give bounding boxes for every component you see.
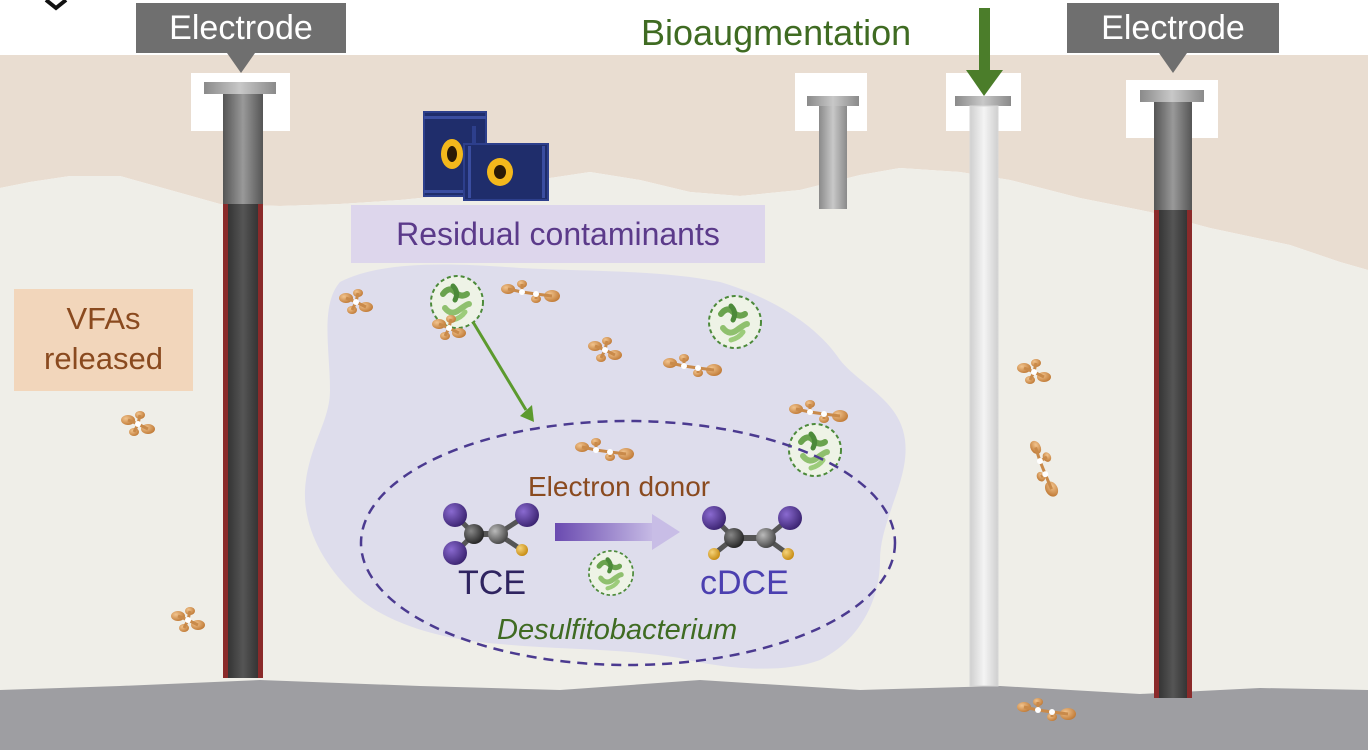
- electrode-label-left: Electrode: [136, 3, 346, 73]
- bioaugmentation-arrow: [966, 8, 1003, 96]
- microbe-cluster-icon: [709, 296, 761, 348]
- bioaugmentation-pathway-arrow: [471, 321, 534, 422]
- cdce-label: cDCE: [700, 564, 789, 602]
- electrode-left: [204, 82, 276, 678]
- tce-label: TCE: [458, 564, 526, 602]
- contaminant-plume: [304, 264, 906, 669]
- chemical-drums-icon: [423, 111, 549, 201]
- microbe-cluster-icon: [589, 551, 633, 595]
- ethene-molecule-icon: [702, 506, 802, 560]
- bedrock-layer: [0, 680, 1368, 750]
- corner-mark: [44, 0, 68, 11]
- electron-donor-label: Electron donor: [528, 471, 711, 502]
- microbe-cluster-icon: [789, 424, 841, 476]
- residual-contaminants-label: Residual contaminants: [351, 205, 765, 263]
- monitoring-well: [807, 96, 859, 209]
- reaction-zone-ellipse: [359, 419, 897, 667]
- desulfitobacterium-label: Desulfitobacterium: [497, 614, 738, 646]
- reaction-arrow: [555, 514, 680, 550]
- topsoil-layer: [0, 55, 1368, 270]
- vfas-released-box: VFAs released: [14, 289, 193, 391]
- bioaugmentation-label: Bioaugmentation: [641, 12, 912, 53]
- electrode-right: [1140, 90, 1204, 698]
- injection-well: [955, 96, 1011, 687]
- ethene-molecule-icon: [443, 503, 539, 565]
- vfas-label: VFAs: [66, 301, 141, 336]
- released-label: released: [44, 341, 163, 376]
- electrode-label-right: Electrode: [1067, 3, 1279, 73]
